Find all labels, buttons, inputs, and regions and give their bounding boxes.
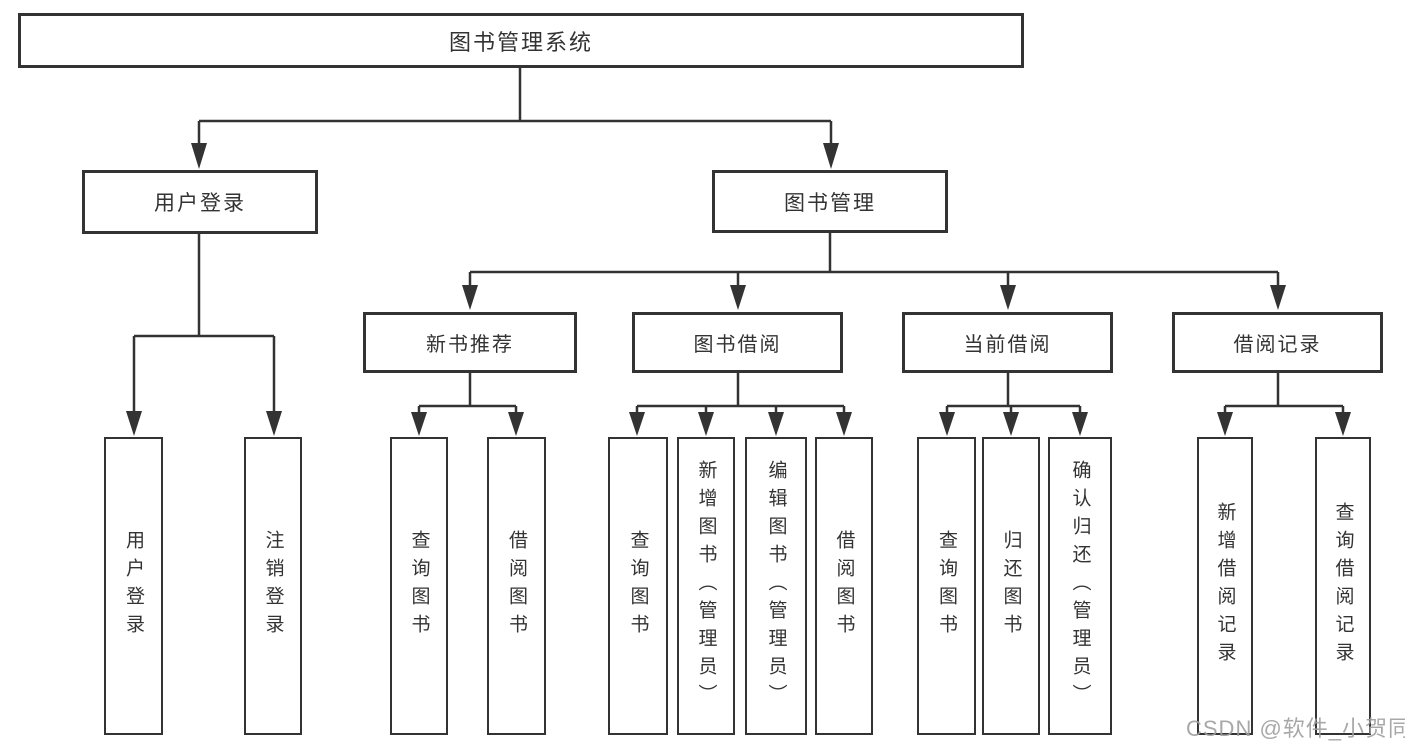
csdn-watermark: CSDN @软件_小贺同学: [1186, 716, 1405, 741]
leaf-confirm-return-admin: 确认归还（管理员）: [1048, 437, 1112, 735]
node-label: 用户登录: [154, 192, 246, 215]
leaf-query-books-current: 查询图书: [917, 437, 976, 735]
node-library-management-system: 图书管理系统: [18, 13, 1024, 68]
leaf-query-books-recommend: 查询图书: [390, 437, 448, 735]
leaf-edit-book-admin: 编辑图书（管理员）: [745, 437, 807, 735]
node-label: 图书管理: [784, 191, 876, 215]
leaf-user-login: 用户登录: [104, 437, 163, 735]
node-label: 编辑图书（管理员）: [765, 460, 787, 712]
node-label: 借阅图书: [833, 530, 855, 642]
leaf-query-borrow-record: 查询借阅记录: [1315, 437, 1371, 735]
leaf-return-book: 归还图书: [982, 437, 1040, 735]
leaf-borrow-books-borrowing: 借阅图书: [815, 437, 873, 735]
node-label: 确认归还（管理员）: [1069, 460, 1091, 712]
leaf-query-books-borrowing: 查询图书: [608, 437, 668, 735]
node-label: 查询图书: [627, 530, 649, 642]
node-label: 图书借阅: [693, 334, 782, 356]
node-label: 借阅记录: [1233, 334, 1322, 356]
node-book-management: 图书管理: [712, 170, 948, 233]
node-label: 查询借阅记录: [1332, 502, 1354, 670]
node-new-book-recommendation: 新书推荐: [363, 312, 577, 373]
leaf-borrow-books-recommend: 借阅图书: [487, 437, 546, 735]
arrowheads: [126, 143, 1351, 436]
node-borrowing-records: 借阅记录: [1172, 312, 1383, 373]
node-label: 用户登录: [123, 530, 144, 642]
node-user-login: 用户登录: [82, 170, 318, 234]
node-book-borrowing: 图书借阅: [632, 312, 843, 373]
leaf-add-borrow-record: 新增借阅记录: [1197, 437, 1253, 735]
node-label: 新书推荐: [426, 334, 514, 356]
node-label: 查询图书: [936, 530, 957, 642]
node-label: 注销登录: [262, 530, 284, 642]
leaf-add-book-admin: 新增图书（管理员）: [677, 437, 735, 735]
node-label: 借阅图书: [506, 530, 527, 642]
node-label: 图书管理系统: [448, 29, 593, 55]
leaf-logout: 注销登录: [244, 437, 302, 735]
node-label: 归还图书: [1000, 530, 1022, 642]
node-current-borrowing: 当前借阅: [902, 312, 1113, 373]
node-label: 查询图书: [408, 530, 430, 642]
node-label: 新增借阅记录: [1214, 502, 1236, 670]
node-label: 新增图书（管理员）: [695, 460, 717, 712]
node-label: 当前借阅: [963, 334, 1052, 356]
